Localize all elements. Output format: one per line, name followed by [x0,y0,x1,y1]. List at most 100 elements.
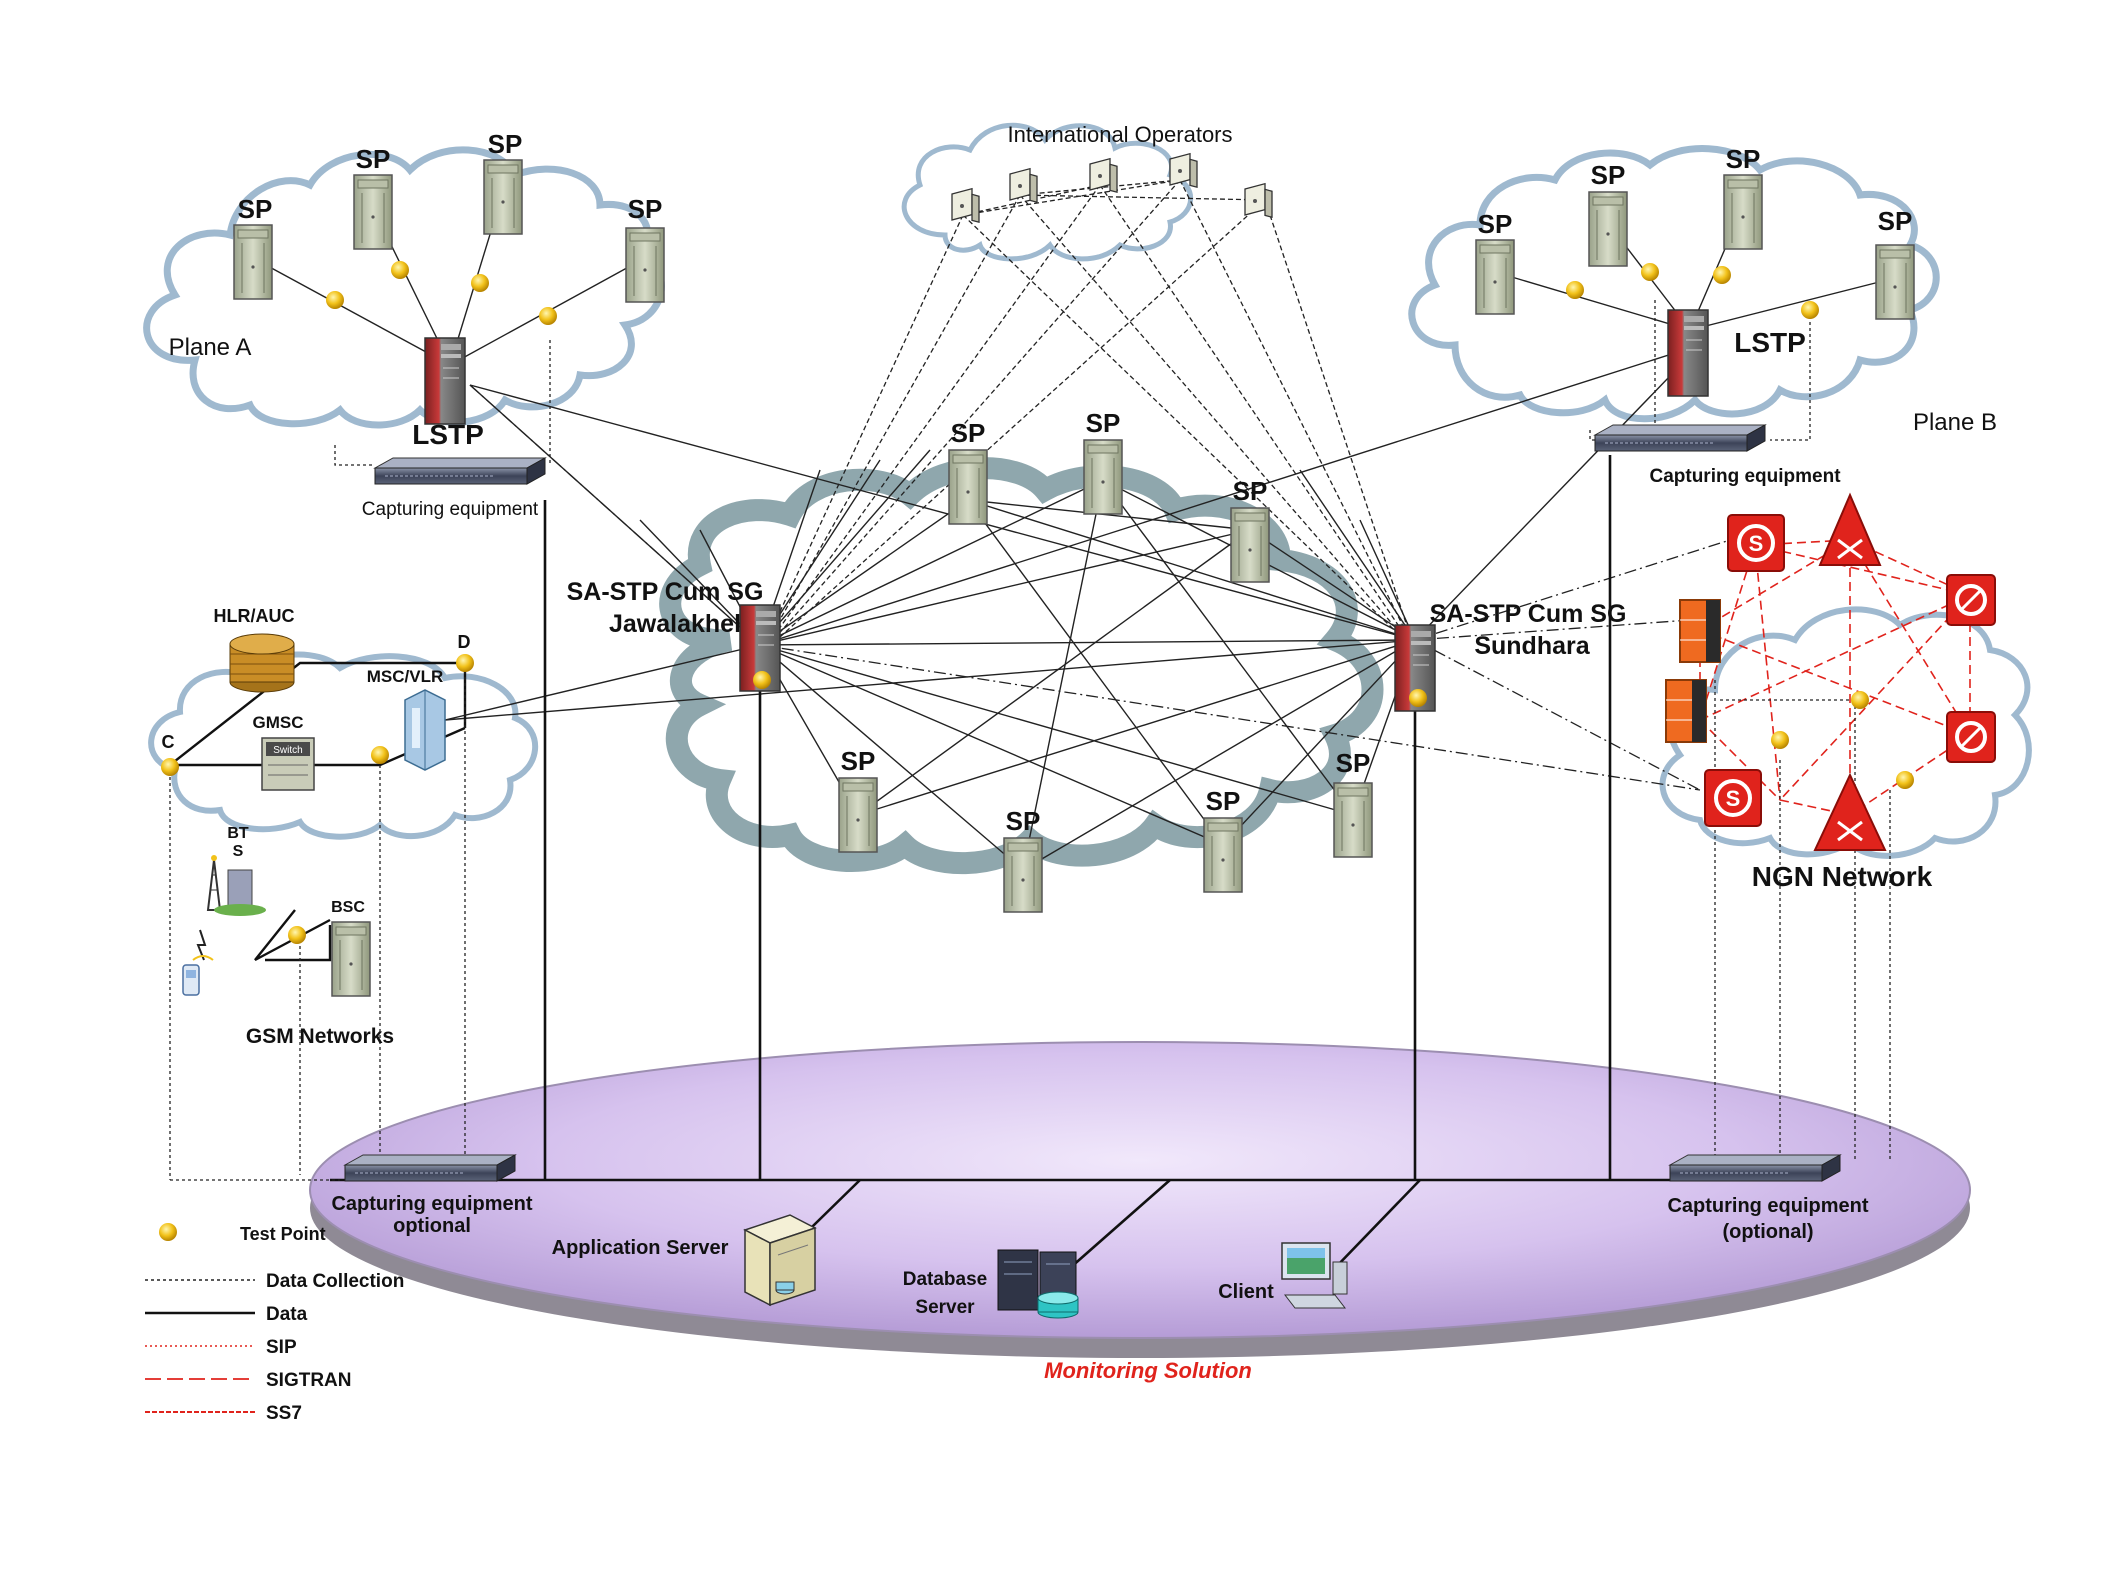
softswitch-icon: S [1727,514,1785,572]
sp-label: SP [628,194,663,224]
firewall-icon [1679,599,1721,663]
connection-lines [169,179,1971,1269]
sa-stp-label-line1: SA-STP Cum SG [1430,600,1627,628]
svg-text:S: S [1749,531,1764,556]
capturing-optional-label-line1: Capturing equipment [331,1193,532,1215]
sp-label: SP [1006,806,1041,836]
capturing-equipment-optional-icon [1669,1154,1841,1182]
test-point-icon [471,274,489,292]
test-point-icon [1851,691,1869,709]
sp-label: SP [488,129,523,159]
test-point-icon [1409,689,1427,707]
sp-label: SP [356,144,391,174]
plane-a-label: Plane A [169,334,252,361]
capturing-optional-label-line2: (optional) [1722,1221,1813,1243]
operator-server-icon [1244,182,1273,218]
monitoring-components: Capturing equipment optional Capturing e… [331,1154,1869,1383]
database-server-label-line2: Server [915,1297,975,1318]
plane-a: SP SP SP SP LSTP Plane A Capturing equip… [169,129,665,520]
test-point-icon [1801,301,1819,319]
capturing-equipment-icon [1594,424,1766,452]
capturing-equipment-icon [374,457,546,485]
gsm-networks-label: GSM Networks [246,1025,394,1048]
sp-label: SP [1878,206,1913,236]
sp-cabinet-icon [625,227,665,303]
bts-label-line2: S [233,843,244,860]
media-gateway-icon [1813,772,1887,851]
capturing-equipment-label: Capturing equipment [1649,466,1841,487]
sp-cabinet-icon [1203,817,1243,893]
ngn-network: S S [1665,492,1996,892]
media-gateway-icon [1818,492,1882,566]
test-point-icon [1896,771,1914,789]
sp-cabinet-icon [1333,782,1373,858]
sp-label: SP [1726,144,1761,174]
gmsc-switch-icon: Switch [261,737,315,791]
sa-stp-jawalakhel: SA-STP Cum SG Jawalakhel [567,578,781,692]
sp-cabinet-icon [1230,507,1270,583]
sp-label: SP [1591,160,1626,190]
test-point-icon [1641,263,1659,281]
core-sp-nodes: SP SP SP SP SP SP SP [838,408,1373,913]
capturing-optional-label-line2: optional [393,1215,471,1237]
sa-stp-label-line2: Sundhara [1474,632,1590,660]
application-server-label: Application Server [552,1237,729,1259]
sp-cabinet-icon [1003,837,1043,913]
router-icon [1946,711,1996,763]
test-point-icon [391,261,409,279]
capturing-equipment-optional-icon [344,1154,516,1182]
svg-text:S: S [1726,786,1741,811]
sp-label: SP [951,418,986,448]
lstp-server-icon [424,337,466,425]
test-point-icon [288,926,306,944]
test-point-icon [1713,266,1731,284]
plane-a-cloud [143,146,665,429]
point-c-label: C [162,732,175,752]
monitoring-platform [309,1041,1971,1358]
sp-label: SP [841,746,876,776]
router-icon [1946,574,1996,626]
test-point-icon [456,654,474,672]
plane-b-cloud [1408,145,1940,423]
sp-cabinet-icon [1083,439,1123,515]
msc-vlr-icon [404,689,446,771]
sp-label: SP [1086,408,1121,438]
client-computer-icon [1281,1242,1348,1309]
lstp-label: LSTP [1734,327,1806,358]
monitoring-solution-label: Monitoring Solution [1044,1358,1252,1383]
database-server-label-line1: Database [903,1269,988,1290]
sp-cabinet-icon [1475,239,1515,315]
gsm-network: HLR/AUC MSC/VLR Switch GMSC D C BT S BSC [162,606,471,1048]
gmsc-label: GMSC [253,713,304,732]
gsm-cloud [148,651,539,840]
sp-label: SP [1478,209,1513,239]
capturing-optional-label-line1: Capturing equipment [1667,1195,1868,1217]
plane-b-label: Plane B [1913,409,1997,436]
sp-label: SP [1206,786,1241,816]
bts-tower-icon [206,855,266,916]
softswitch-icon: S [1704,769,1762,827]
test-point-icon [539,307,557,325]
sp-cabinet-icon [1723,174,1763,250]
legend-item-label: Data [266,1304,308,1325]
lstp-server-icon [1667,309,1709,397]
international-operators: International Operators [951,122,1273,223]
legend-item-label: SIP [266,1337,297,1358]
test-points [161,261,1914,944]
core-sp-cloud [659,457,1384,875]
legend-item-label: Data Collection [266,1271,404,1292]
sp-label: SP [238,194,273,224]
test-point-icon [161,758,179,776]
sp-cabinet-icon [353,174,393,250]
msc-vlr-label: MSC/VLR [367,667,444,686]
capturing-equipment-label: Capturing equipment [362,499,539,520]
sp-cabinet-icon [233,224,273,300]
legend-item-label: SIGTRAN [266,1370,352,1391]
application-server-icon [743,1214,817,1307]
test-point-icon [326,291,344,309]
ngn-network-label: NGN Network [1752,861,1933,892]
plane-b: SP SP SP SP LSTP Plane B Capturing equip… [1475,144,1997,487]
sa-stp-label-line1: SA-STP Cum SG [567,578,764,606]
hlr-auc-icon [229,633,295,693]
